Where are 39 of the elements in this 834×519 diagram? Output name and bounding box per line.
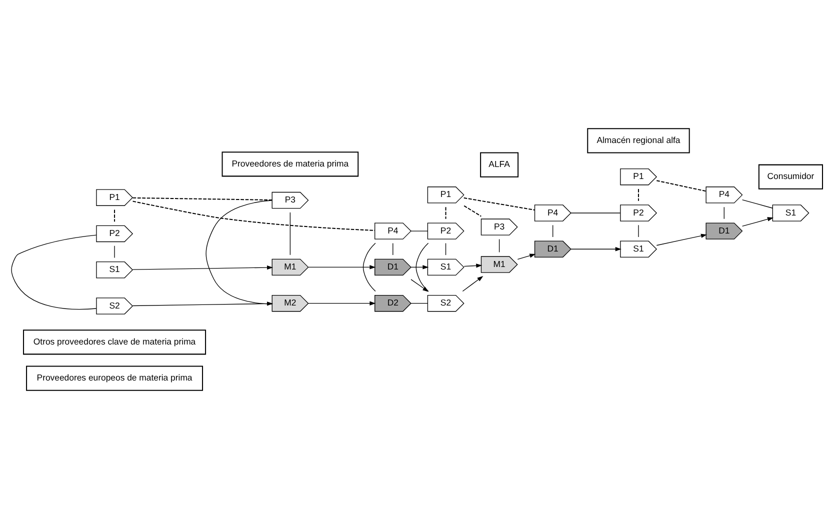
- connector: [362, 242, 376, 292]
- connector: [114, 210, 116, 222]
- arrow: [132, 302, 274, 306]
- connector: [552, 224, 554, 238]
- connector: [498, 238, 500, 253]
- arrow: [464, 264, 482, 268]
- arrow: [742, 217, 774, 227]
- connector: [206, 200, 272, 304]
- connector: [410, 230, 428, 232]
- arrow: [410, 265, 429, 270]
- connector: [132, 197, 272, 201]
- node-box: Otros proveedores clave de materia prima: [23, 330, 206, 355]
- connector: [445, 207, 446, 219]
- connector: [392, 242, 394, 256]
- connector: [410, 303, 428, 304]
- node-box: Consumidor: [758, 164, 824, 190]
- arrow: [132, 265, 274, 270]
- arrow: [308, 301, 376, 306]
- connector: [570, 212, 621, 214]
- connector: [638, 189, 639, 201]
- arrow: [656, 234, 708, 246]
- arrow: [462, 276, 484, 292]
- arrow: [308, 265, 376, 270]
- connector: [445, 242, 446, 256]
- connector: [742, 199, 773, 208]
- connector: [638, 224, 639, 238]
- connector: [132, 200, 375, 231]
- connector: [114, 246, 115, 258]
- connector: [656, 180, 706, 192]
- arrow: [570, 247, 622, 252]
- node-box: Proveedores de materia prima: [222, 152, 359, 177]
- connector: [464, 197, 535, 210]
- connector: [464, 205, 482, 217]
- arrow: [517, 254, 536, 260]
- connector: [290, 212, 291, 256]
- connector: [11, 234, 97, 310]
- node-box: Almacén regional alfa: [587, 128, 690, 154]
- node-box: Proveedores europeos de materia prima: [26, 366, 204, 391]
- node-box: ALFA: [480, 152, 519, 178]
